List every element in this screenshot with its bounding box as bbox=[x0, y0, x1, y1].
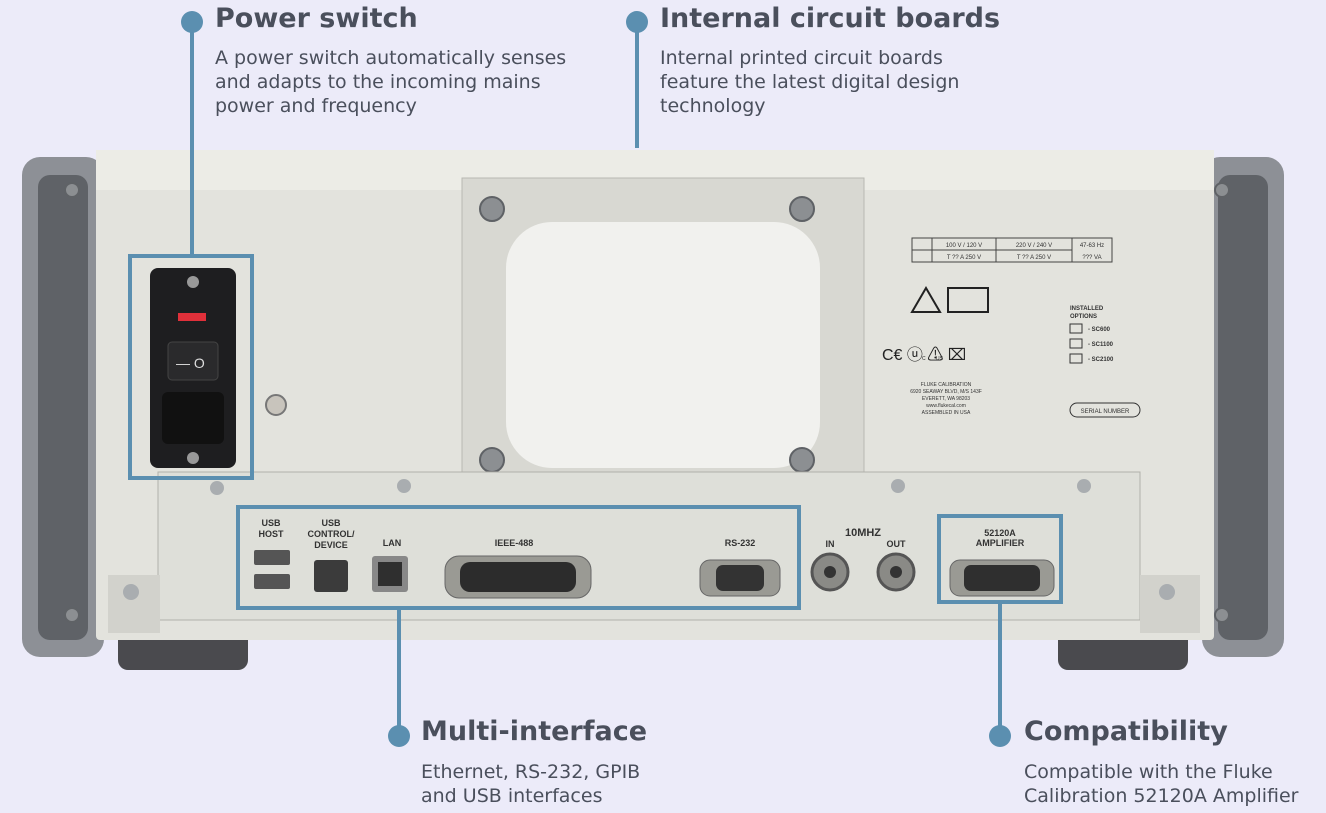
boards-description: Internal printed circuit boards feature … bbox=[660, 47, 960, 117]
cert-marks: C€ ⓤ ⚠ ⌧ bbox=[882, 346, 966, 364]
interface-callout-dot bbox=[388, 725, 410, 747]
rating-cell: T ?? A 250 V bbox=[1017, 255, 1051, 261]
option-item: - SC600 bbox=[1088, 327, 1111, 333]
label-usb-device-1: USB bbox=[321, 518, 341, 528]
compat-callout-dot bbox=[989, 725, 1011, 747]
option-item: - SC1100 bbox=[1088, 342, 1114, 348]
label-usb-host-1: USB bbox=[261, 518, 281, 528]
power-leader-line bbox=[190, 22, 194, 256]
cert-us: US bbox=[936, 356, 944, 362]
rating-cell: 47-63 Hz bbox=[1080, 243, 1104, 249]
label-amp-1: 52120A bbox=[984, 528, 1016, 538]
label-usb-host-2: HOST bbox=[258, 529, 284, 539]
serial-number-box bbox=[1069, 402, 1141, 418]
label-10mhz: 10MHZ bbox=[845, 527, 881, 539]
amplifier-highlight bbox=[937, 514, 1063, 604]
maker-line: www.flukecal.com bbox=[926, 403, 966, 409]
options-title-1: INSTALLED bbox=[1070, 306, 1104, 312]
boards-callout-dot bbox=[626, 11, 648, 33]
boards-leader-line bbox=[635, 22, 639, 148]
interface-leader-line bbox=[397, 608, 401, 736]
cert-c: C bbox=[922, 356, 926, 362]
label-in: IN bbox=[826, 539, 835, 549]
interface-highlight bbox=[236, 505, 801, 610]
power-switch-highlight bbox=[128, 254, 254, 480]
compat-title: Compatibility bbox=[1024, 716, 1228, 747]
power-switch-title: Power switch bbox=[215, 3, 418, 34]
rating-cell: T ?? A 250 V bbox=[947, 255, 981, 261]
maker-line: ASSEMBLED IN USA bbox=[922, 410, 971, 416]
maker-line: 6920 SEAWAY BLVD, M/S 143F bbox=[910, 389, 982, 395]
power-callout-dot bbox=[181, 11, 203, 33]
label-usb-device-2: CONTROL/ bbox=[308, 529, 355, 539]
maker-line: FLUKE CALIBRATION bbox=[921, 382, 972, 388]
maker-line: EVERETT, WA 98203 bbox=[922, 396, 970, 402]
label-ieee: IEEE-488 bbox=[495, 538, 534, 548]
label-rs232: RS-232 bbox=[725, 538, 756, 548]
interface-title: Multi-interface bbox=[421, 716, 648, 747]
label-lan: LAN bbox=[383, 538, 402, 548]
label-out: OUT bbox=[887, 539, 907, 549]
option-item: - SC2100 bbox=[1088, 357, 1114, 363]
transformer-cover bbox=[506, 222, 820, 468]
warning-triangle-icon bbox=[910, 286, 942, 313]
options-title-2: OPTIONS bbox=[1070, 314, 1097, 320]
svg-text:— O: — O bbox=[176, 355, 205, 371]
rating-cell: 220 V / 240 V bbox=[1016, 243, 1052, 249]
serial-number-label: SERIAL NUMBER bbox=[1081, 409, 1130, 415]
compat-description: Compatible with the Fluke Calibration 52… bbox=[1024, 761, 1299, 807]
label-usb-device-3: DEVICE bbox=[314, 540, 348, 550]
manual-book-icon bbox=[947, 287, 989, 313]
rating-cell: 100 V / 120 V bbox=[946, 243, 982, 249]
power-switch-description: A power switch automatically senses and … bbox=[215, 47, 567, 117]
label-amp-2: AMPLIFIER bbox=[976, 538, 1025, 548]
compat-leader-line bbox=[998, 602, 1002, 736]
rating-cell: ??? VA bbox=[1082, 255, 1101, 261]
boards-title: Internal circuit boards bbox=[660, 3, 1001, 34]
interface-description: Ethernet, RS-232, GPIB and USB interface… bbox=[421, 761, 641, 807]
